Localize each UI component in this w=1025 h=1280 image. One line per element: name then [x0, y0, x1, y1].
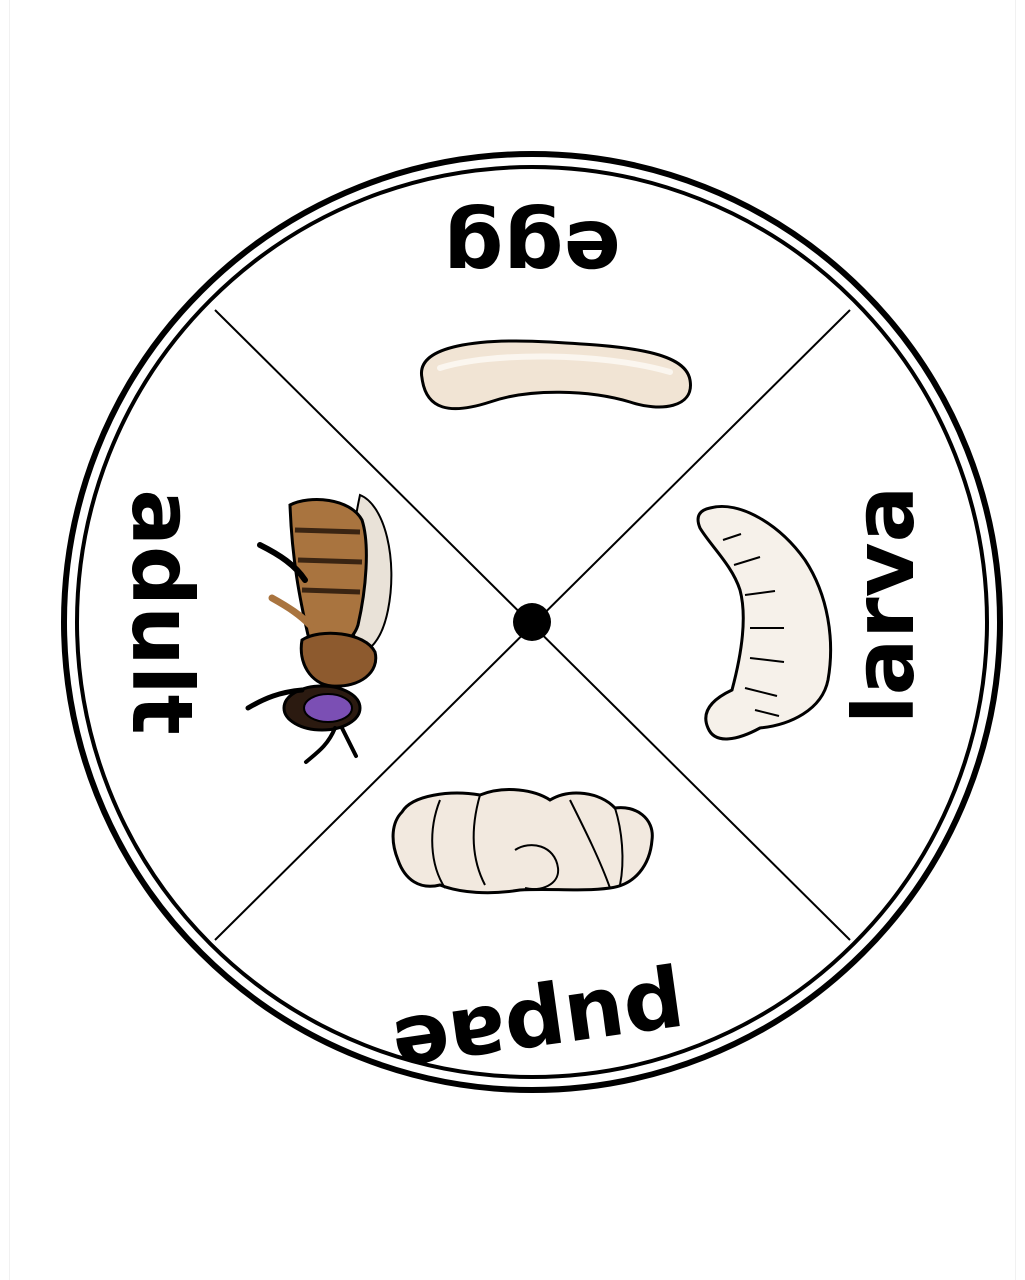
pupae-illustration: [391, 788, 654, 895]
stage-label-adult: adult: [113, 489, 211, 735]
inner-ring: [75, 165, 989, 1079]
life-cycle-wheel: egg larva pupae adult: [61, 151, 1003, 1098]
stage-label-larva: larva: [835, 486, 933, 724]
page: egg larva pupae adult: [10, 0, 1015, 1280]
egg-illustration: [420, 339, 692, 411]
center-pivot: [513, 603, 551, 641]
bee-illustration: [245, 493, 393, 764]
larva-illustration: [696, 505, 833, 741]
stage-label-egg: egg: [443, 202, 620, 300]
